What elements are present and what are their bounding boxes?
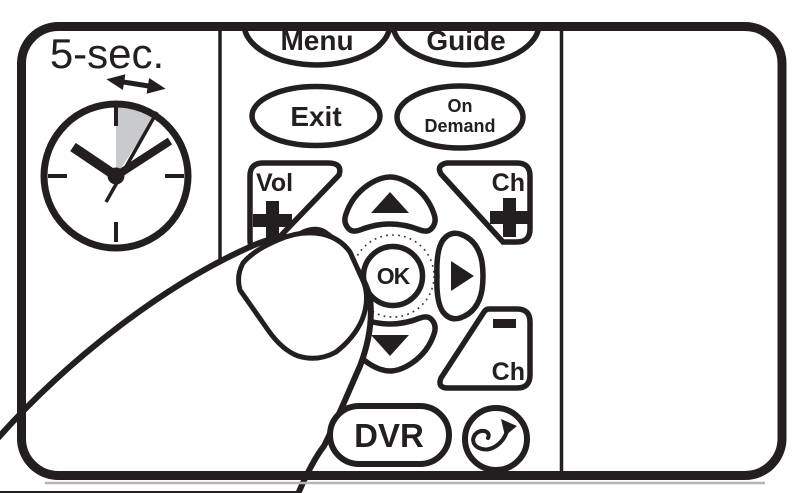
exit-button[interactable] bbox=[249, 83, 383, 149]
ok-button-label[interactable]: OK bbox=[377, 263, 412, 289]
dvr-button-label[interactable]: DVR bbox=[354, 417, 424, 454]
five-second-wedge bbox=[116, 106, 154, 176]
ok-button[interactable]: OK bbox=[360, 243, 426, 309]
clock-center-dot bbox=[107, 167, 125, 185]
nav-up-button[interactable] bbox=[342, 174, 438, 234]
triangle-up-icon bbox=[371, 192, 409, 213]
channel-up-button[interactable]: Ch bbox=[436, 160, 533, 245]
curved-arrow-head-icon bbox=[501, 419, 517, 436]
guide-button[interactable] bbox=[390, 0, 542, 68]
second-hand bbox=[104, 111, 159, 203]
on-demand-button[interactable] bbox=[394, 83, 526, 151]
double-arrow-icon bbox=[106, 74, 166, 94]
dvr-button[interactable]: DVR bbox=[327, 403, 452, 467]
volume-up-label[interactable]: Vol bbox=[256, 169, 293, 197]
minus-icon bbox=[493, 319, 516, 328]
last-button[interactable] bbox=[462, 405, 530, 473]
ok-dotted-ring bbox=[351, 234, 435, 318]
duration-label: 5-sec. bbox=[50, 30, 164, 77]
nav-right-button[interactable] bbox=[434, 230, 486, 322]
channel-down-label[interactable]: Ch bbox=[492, 358, 525, 386]
triangle-right-icon bbox=[451, 261, 474, 291]
exit-button-label[interactable]: Exit bbox=[290, 101, 341, 132]
finger-press-icon bbox=[0, 226, 374, 493]
fingernail bbox=[236, 230, 370, 361]
menu-button[interactable] bbox=[241, 0, 393, 68]
curved-arrow-icon bbox=[471, 428, 509, 452]
channel-down-button[interactable]: Ch bbox=[437, 306, 533, 391]
clock-icon bbox=[40, 100, 192, 252]
plus-icon bbox=[253, 201, 292, 240]
triangle-down-icon bbox=[371, 335, 409, 356]
on-demand-button-label-line1[interactable]: On bbox=[448, 96, 473, 116]
channel-up-label[interactable]: Ch bbox=[492, 169, 525, 197]
on-demand-button-label-line2[interactable]: Demand bbox=[424, 116, 495, 136]
plus-icon bbox=[490, 198, 529, 237]
figure-frame bbox=[17, 22, 787, 480]
hour-hand bbox=[70, 142, 119, 181]
